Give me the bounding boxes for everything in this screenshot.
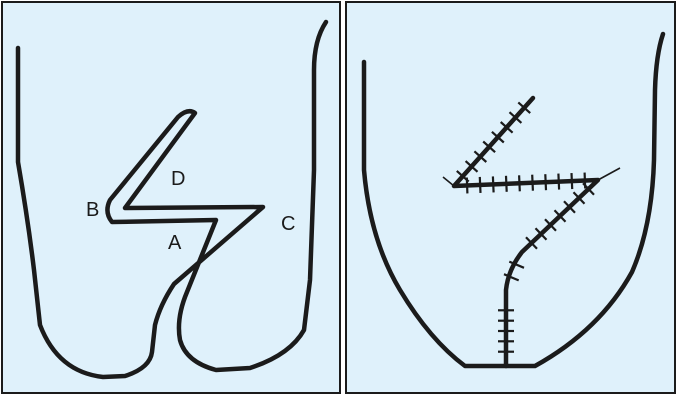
right-panel (345, 1, 676, 394)
stitch-mark (478, 176, 482, 193)
stitch-mark (517, 101, 531, 114)
stitch-mark (572, 191, 586, 205)
label-c: C (281, 213, 295, 235)
right-outer-contour (361, 31, 666, 369)
stitch-mark (531, 174, 534, 191)
stitch-mark (525, 236, 538, 250)
left-outer-contour (15, 19, 329, 380)
stitch-mark (504, 175, 508, 192)
stitch-mark (534, 227, 548, 241)
stitch-mark (491, 176, 495, 193)
stitch-mark (553, 209, 567, 223)
stitch-mark (503, 273, 520, 282)
stitch-mark (563, 200, 576, 214)
stitch-mark (508, 111, 523, 124)
stitch-mark (464, 160, 479, 173)
stitch-mark (508, 260, 525, 269)
thread-end-right (597, 167, 621, 181)
stitch-mark (557, 173, 561, 190)
stitch-mark (570, 173, 574, 190)
label-b: B (86, 199, 99, 221)
thread-end-left (442, 176, 455, 187)
suture-line (451, 95, 601, 369)
suture-stitches (456, 101, 595, 353)
stitch-mark (465, 177, 469, 194)
label-a: A (168, 232, 182, 254)
stitch-mark (544, 218, 557, 232)
stitch-mark (491, 130, 505, 144)
stitch-mark (473, 150, 488, 163)
stitch-mark (518, 175, 521, 192)
stitch-mark (544, 174, 548, 191)
left-panel-frame (1, 1, 341, 394)
left-panel: D B A C (1, 1, 341, 394)
label-d: D (171, 168, 185, 190)
right-panel-frame (345, 1, 676, 394)
stitch-mark (482, 140, 496, 154)
stitch-mark (582, 182, 595, 196)
stitch-mark (499, 121, 514, 134)
